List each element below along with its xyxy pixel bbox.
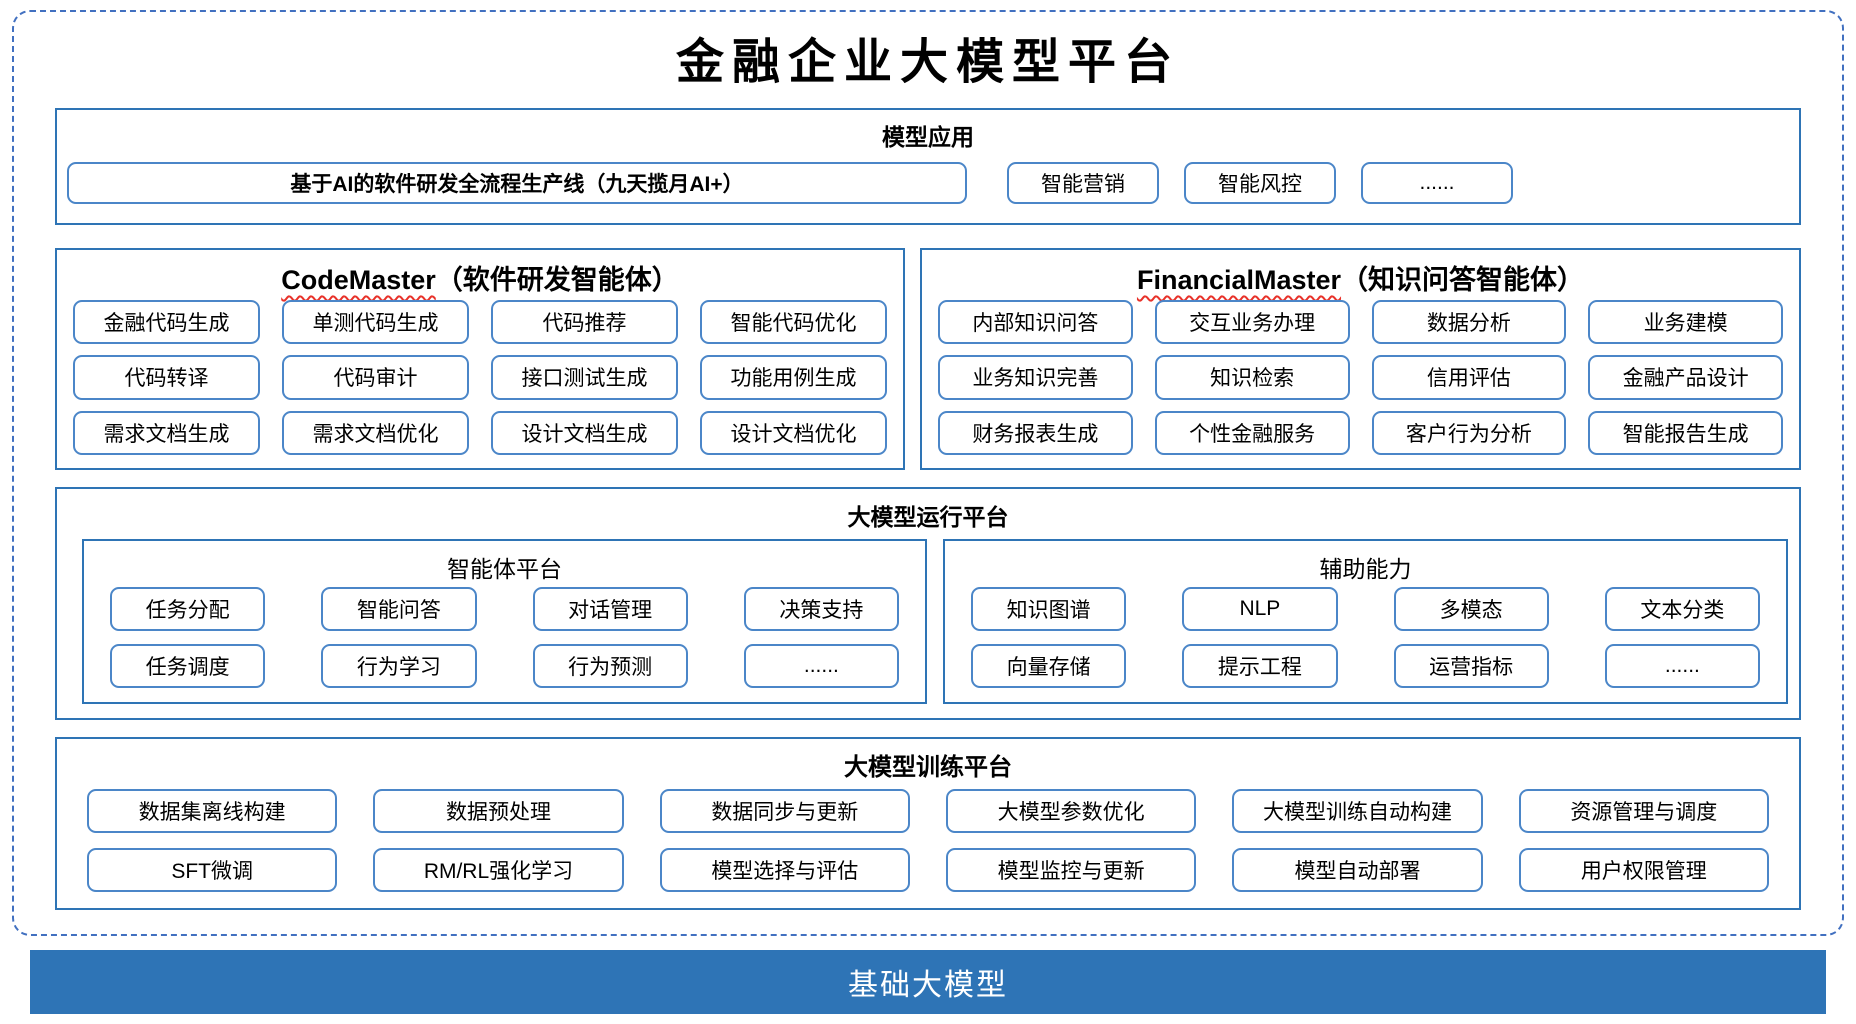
auxiliary-item: 运营指标	[1393, 644, 1549, 688]
financialmaster-item: 数据分析	[1371, 300, 1567, 345]
training-item: 数据集离线构建	[87, 789, 338, 833]
codemaster-item: 代码推荐	[491, 300, 678, 345]
app-item: 智能营销	[1007, 162, 1159, 204]
training-item: 数据预处理	[373, 789, 624, 833]
financialmaster-item: 信用评估	[1371, 355, 1567, 400]
financialmaster-header: FinancialMaster（知识问答智能体）	[922, 258, 1799, 297]
codemaster-grid: 金融代码生成 单测代码生成 代码推荐 智能代码优化 代码转译 代码审计 接口测试…	[73, 300, 887, 455]
agent-platform-item: 行为预测	[532, 644, 688, 688]
codemaster-item: 金融代码生成	[73, 300, 260, 345]
training-item: 大模型参数优化	[945, 789, 1197, 833]
agent-platform-grid: 任务分配 智能问答 对话管理 决策支持 任务调度 行为学习 行为预测 .....…	[110, 587, 899, 688]
financialmaster-item: 客户行为分析	[1371, 410, 1567, 455]
training-item: 资源管理与调度	[1518, 789, 1769, 833]
app-item-production-line: 基于AI的软件研发全流程生产线（九天揽月AI+）	[67, 162, 967, 204]
agent-platform-item: 行为学习	[321, 644, 477, 688]
section-training-platform: 大模型训练平台 数据集离线构建 数据预处理 数据同步与更新 大模型参数优化 大模…	[55, 737, 1801, 910]
auxiliary-capability-header: 辅助能力	[1319, 556, 1412, 582]
training-grid: 数据集离线构建 数据预处理 数据同步与更新 大模型参数优化 大模型训练自动构建 …	[87, 789, 1769, 892]
auxiliary-item: 文本分类	[1604, 587, 1760, 631]
model-applications-header: 模型应用	[882, 124, 974, 150]
agent-platform-item: 任务分配	[110, 587, 266, 631]
codemaster-item: 代码转译	[73, 355, 260, 400]
codemaster-item: 需求文档优化	[282, 410, 469, 455]
agent-platform-item: 对话管理	[532, 587, 688, 631]
model-applications-row: 基于AI的软件研发全流程生产线（九天揽月AI+） 智能营销 智能风控 .....…	[67, 162, 1789, 204]
financialmaster-header-en: FinancialMaster	[1136, 265, 1342, 295]
auxiliary-item: NLP	[1182, 587, 1338, 631]
auxiliary-capability-box: 辅助能力 知识图谱 NLP 多模态 文本分类 向量存储 提示工程 运营指标 ..…	[943, 539, 1788, 704]
auxiliary-item: 知识图谱	[971, 587, 1127, 631]
training-item: 模型选择与评估	[659, 848, 910, 892]
training-item: 模型监控与更新	[945, 848, 1197, 892]
app-item-ellipsis: ......	[1361, 162, 1513, 204]
financialmaster-item: 交互业务办理	[1154, 300, 1350, 345]
codemaster-item: 单测代码生成	[282, 300, 469, 345]
runtime-platform-header: 大模型运行平台	[847, 504, 1009, 530]
auxiliary-item: 多模态	[1393, 587, 1549, 631]
financialmaster-item: 内部知识问答	[938, 300, 1133, 345]
financialmaster-item: 个性金融服务	[1154, 410, 1350, 455]
app-item: 智能风控	[1184, 162, 1336, 204]
auxiliary-item: 提示工程	[1182, 644, 1338, 688]
section-financialmaster: FinancialMaster（知识问答智能体） 内部知识问答 交互业务办理 数…	[920, 248, 1801, 470]
runtime-row: 智能体平台 任务分配 智能问答 对话管理 决策支持 任务调度 行为学习 行为预测…	[82, 539, 1788, 704]
training-item: 模型自动部署	[1232, 848, 1483, 892]
agent-platform-item: 任务调度	[110, 644, 266, 688]
foundation-model-label: 基础大模型	[848, 969, 1008, 1002]
agent-platform-box: 智能体平台 任务分配 智能问答 对话管理 决策支持 任务调度 行为学习 行为预测…	[82, 539, 927, 704]
training-item: 大模型训练自动构建	[1232, 789, 1483, 833]
training-item: SFT微调	[87, 848, 338, 892]
section-runtime-platform: 大模型运行平台 智能体平台 任务分配 智能问答 对话管理 决策支持 任务调度 行…	[55, 487, 1801, 720]
codemaster-item: 功能用例生成	[700, 355, 887, 400]
training-item: RM/RL强化学习	[373, 848, 624, 892]
foundation-model-bar: 基础大模型	[30, 950, 1826, 1014]
section-codemaster: CodeMaster（软件研发智能体） 金融代码生成 单测代码生成 代码推荐 智…	[55, 248, 905, 470]
financialmaster-item: 财务报表生成	[938, 410, 1133, 455]
training-item: 用户权限管理	[1518, 848, 1769, 892]
financialmaster-grid: 内部知识问答 交互业务办理 数据分析 业务建模 业务知识完善 知识检索 信用评估…	[938, 300, 1783, 455]
agent-platform-header: 智能体平台	[447, 556, 562, 582]
financialmaster-item: 知识检索	[1154, 355, 1350, 400]
auxiliary-item: 向量存储	[971, 644, 1127, 688]
codemaster-item: 智能代码优化	[700, 300, 887, 345]
training-platform-header: 大模型训练平台	[844, 754, 1012, 781]
auxiliary-item-ellipsis: ......	[1604, 644, 1760, 688]
agent-platform-item: 决策支持	[743, 587, 899, 631]
diagram-title: 金融企业大模型平台	[675, 34, 1180, 90]
financialmaster-item: 业务建模	[1588, 300, 1783, 345]
codemaster-item: 设计文档生成	[491, 410, 678, 455]
financialmaster-item: 金融产品设计	[1588, 355, 1783, 400]
codemaster-header: CodeMaster（软件研发智能体）	[57, 258, 903, 297]
codemaster-header-en: CodeMaster	[281, 265, 436, 295]
section-model-applications: 模型应用 基于AI的软件研发全流程生产线（九天揽月AI+） 智能营销 智能风控 …	[55, 108, 1801, 225]
financialmaster-item: 智能报告生成	[1588, 410, 1783, 455]
codemaster-item: 接口测试生成	[491, 355, 678, 400]
codemaster-item: 代码审计	[282, 355, 469, 400]
agent-platform-item: 智能问答	[321, 587, 477, 631]
codemaster-item: 需求文档生成	[73, 410, 260, 455]
codemaster-item: 设计文档优化	[700, 410, 887, 455]
training-item: 数据同步与更新	[659, 789, 910, 833]
financialmaster-header-zh: （知识问答智能体）	[1341, 265, 1585, 295]
financialmaster-item: 业务知识完善	[938, 355, 1133, 400]
spacer	[967, 162, 982, 204]
codemaster-header-zh: （软件研发智能体）	[435, 265, 679, 295]
auxiliary-capability-grid: 知识图谱 NLP 多模态 文本分类 向量存储 提示工程 运营指标 ......	[971, 587, 1760, 688]
agent-platform-item-ellipsis: ......	[743, 644, 899, 688]
